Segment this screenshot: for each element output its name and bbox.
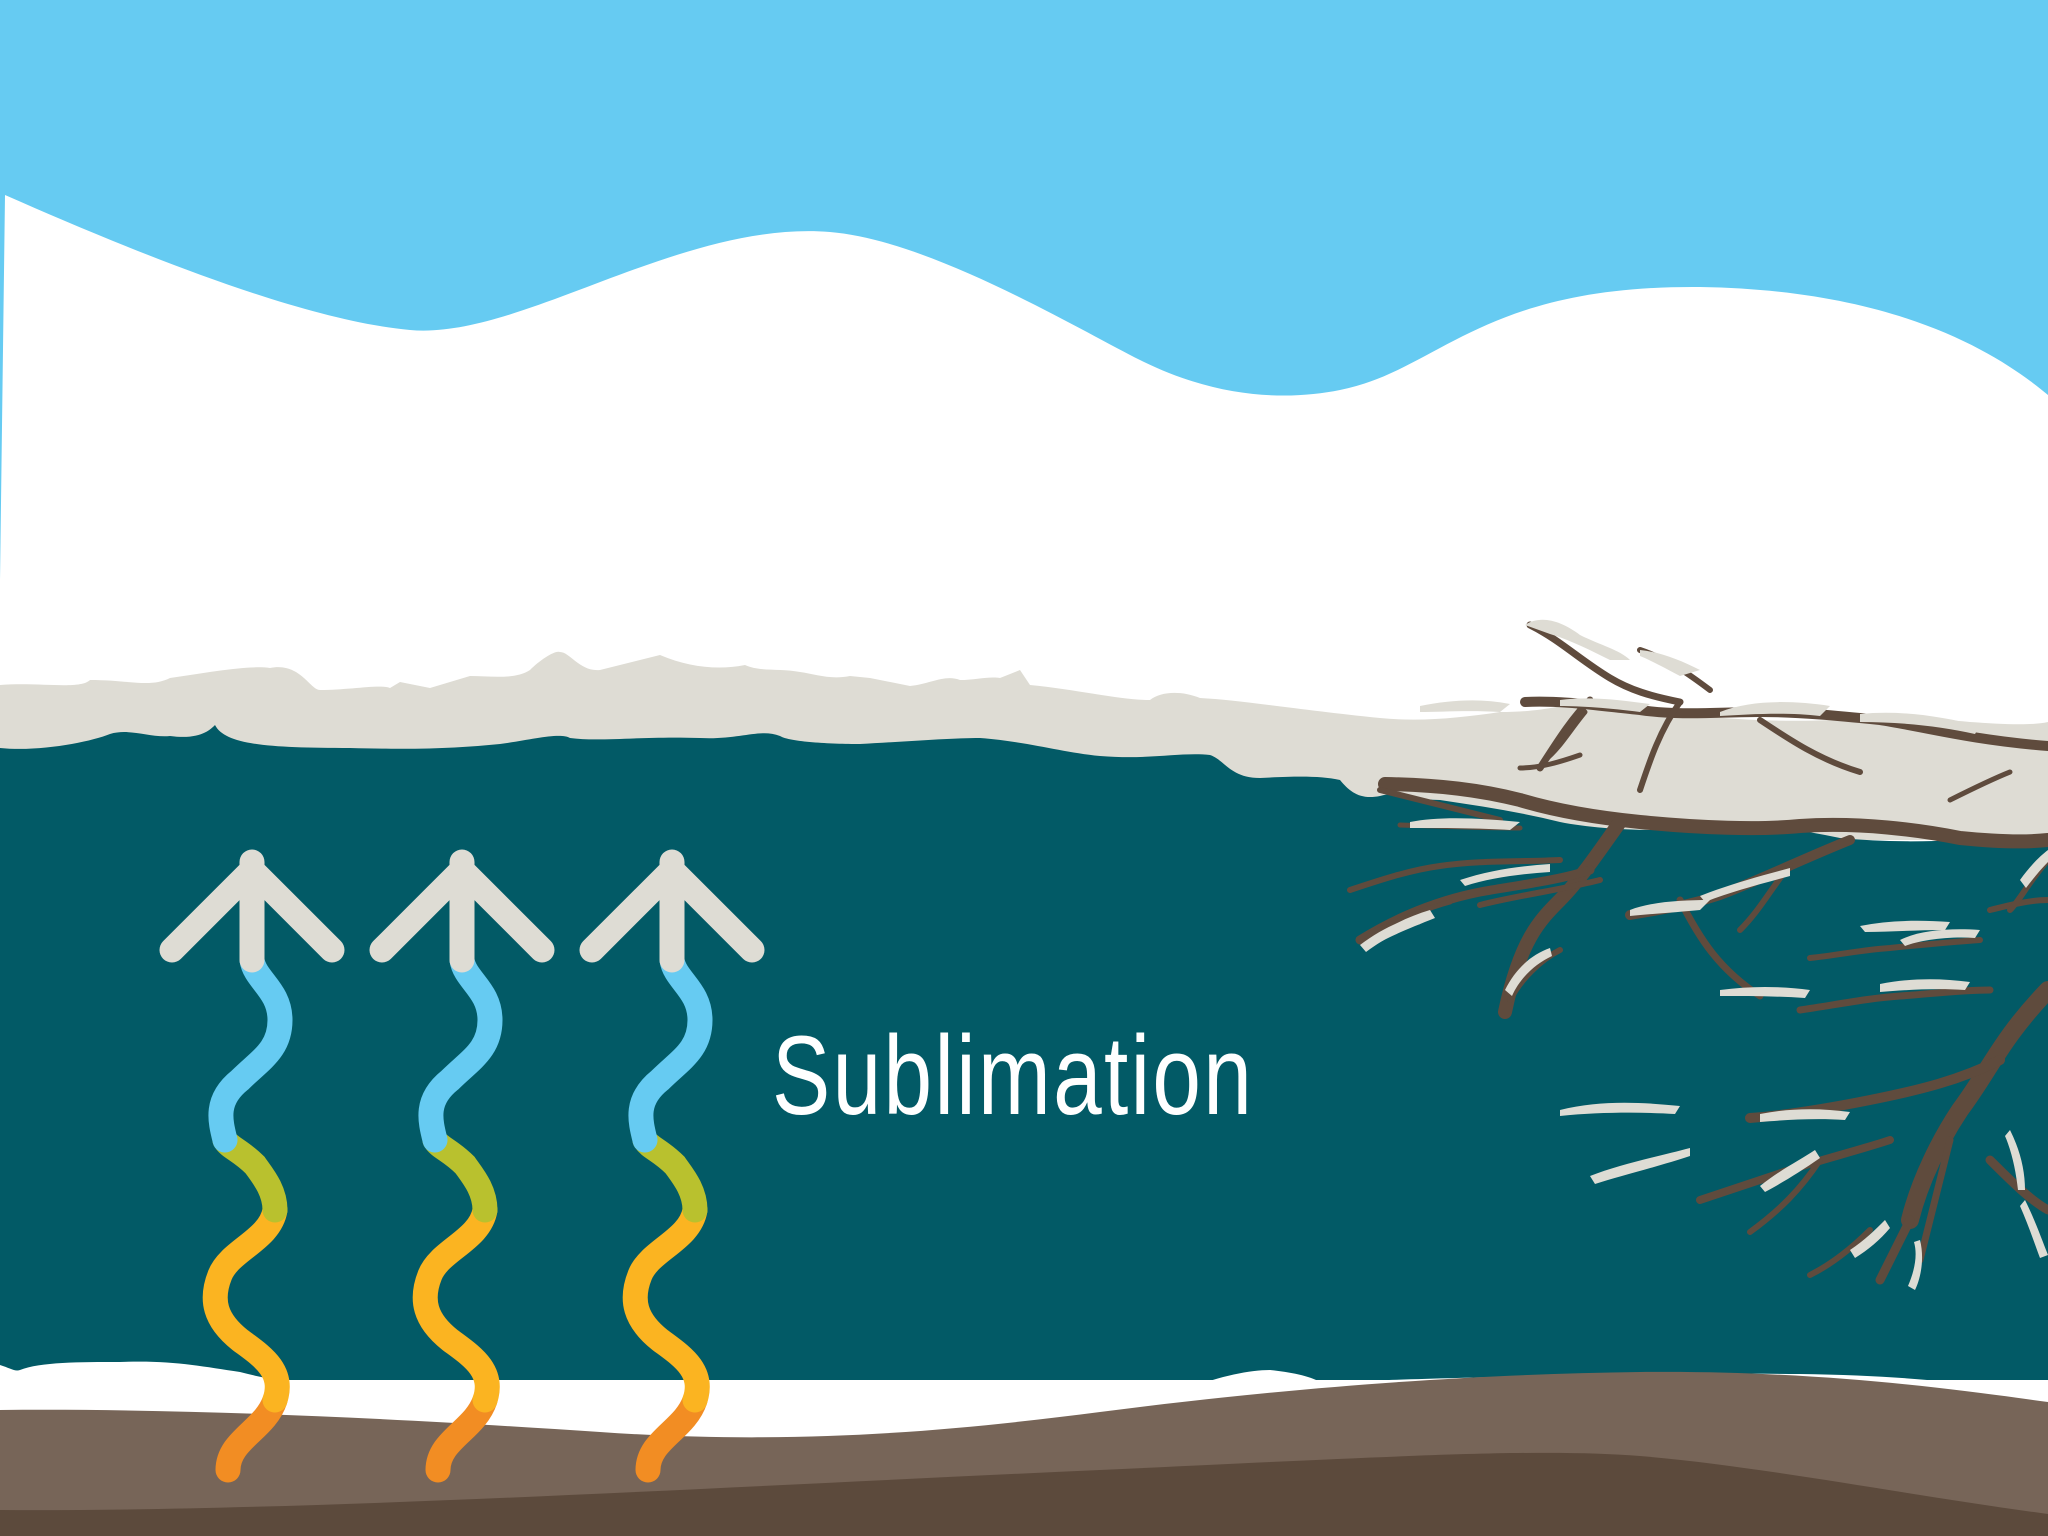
sublimation-arrow-2 <box>369 849 555 1483</box>
sublimation-arrow-1 <box>159 849 345 1483</box>
sublimation-arrow-3 <box>579 849 765 1483</box>
snow-on-branches <box>1360 619 2048 1290</box>
ground-deep <box>0 1452 2048 1536</box>
teal-layer <box>0 725 2048 1380</box>
sublimation-label: Sublimation <box>772 1013 1255 1138</box>
sublimation-arrows <box>159 849 765 1483</box>
